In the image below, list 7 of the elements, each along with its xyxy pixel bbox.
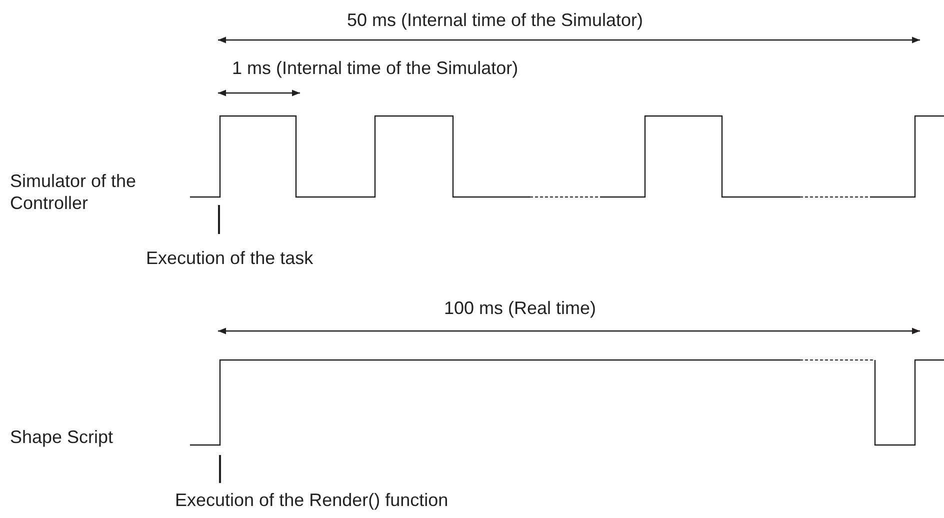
event-label: Execution of the task: [146, 248, 314, 268]
duration-label: 100 ms (Real time): [444, 298, 596, 318]
event-label: Execution of the Render() function: [175, 490, 448, 510]
duration-label: 1 ms (Internal time of the Simulator): [232, 58, 518, 78]
signal-name: Simulator of the Controller: [10, 171, 136, 213]
duration-label: 50 ms (Internal time of the Simulator): [346, 10, 644, 30]
signal-name: Shape Script: [10, 427, 114, 447]
